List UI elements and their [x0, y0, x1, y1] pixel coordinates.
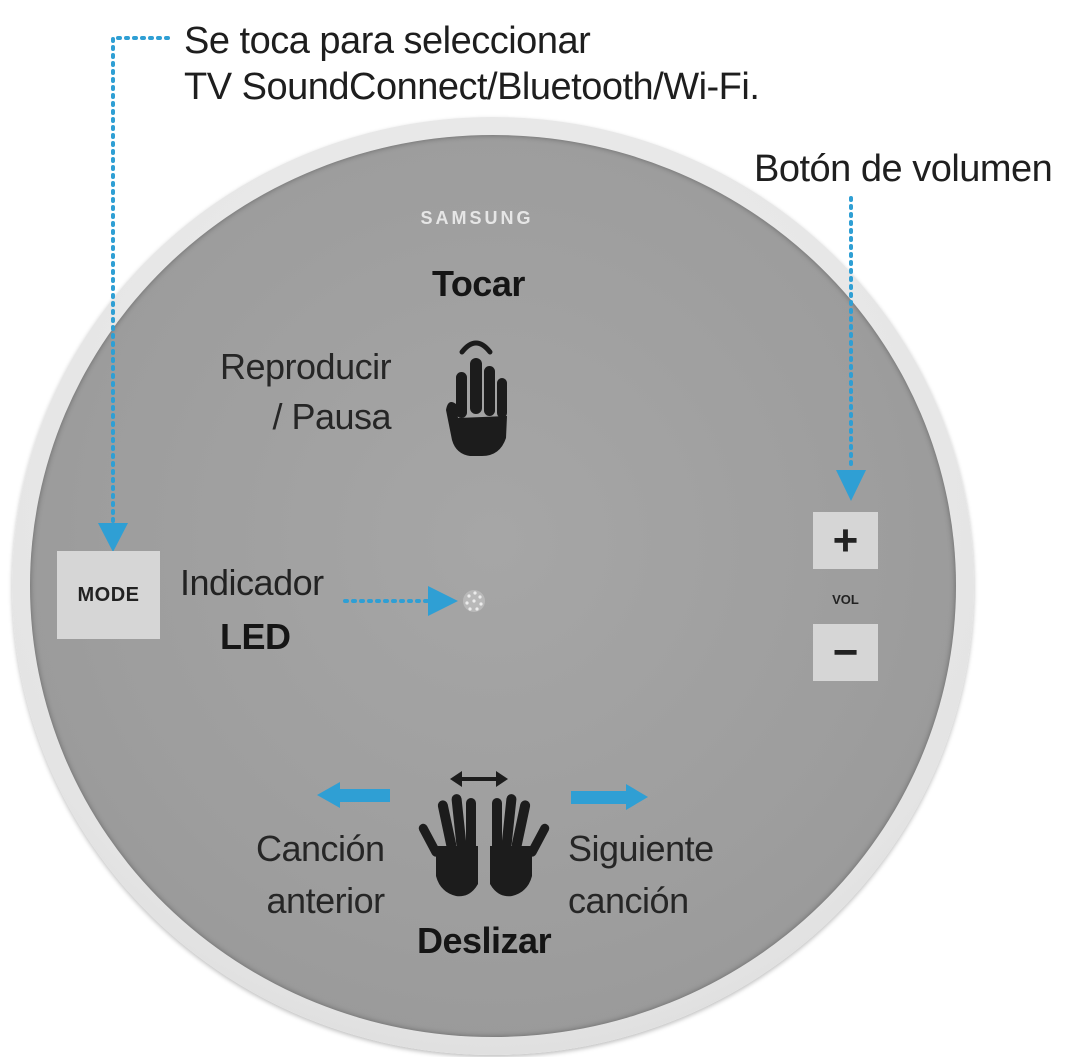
play-pause-line1: Reproducir: [220, 346, 392, 387]
next-track-label: Siguiente canción: [568, 823, 714, 927]
next-track-arrow: [571, 784, 648, 810]
mode-callout-line: [111, 36, 170, 527]
mode-hint-line1: Se toca para seleccionar: [184, 20, 591, 62]
tap-hand-icon: [446, 340, 507, 456]
swipe-title: Deslizar: [417, 920, 552, 961]
mode-button[interactable]: MODE: [57, 551, 160, 639]
play-pause-label: Reproducir / Pausa: [220, 342, 392, 442]
led-callout-arrowhead: [428, 586, 458, 616]
volume-up-button[interactable]: +: [813, 512, 878, 569]
previous-track-line2: anterior: [266, 880, 386, 921]
swipe-hands-icon: [418, 794, 550, 897]
previous-track-label: Canción anterior: [256, 823, 385, 927]
volume-label: VOL: [832, 592, 859, 607]
led-label-line2: LED: [220, 616, 291, 657]
led-label-line1: Indicador: [180, 562, 324, 603]
swipe-double-arrow-icon: [450, 771, 508, 787]
volume-callout-arrowhead: [836, 470, 866, 501]
next-track-line1: Siguiente: [568, 828, 714, 869]
previous-track-line1: Canción: [256, 828, 385, 869]
next-track-line2: canción: [568, 880, 689, 921]
brand-logo: SAMSUNG: [420, 208, 534, 228]
play-pause-line2: / Pausa: [272, 396, 392, 437]
mode-callout-arrowhead: [98, 523, 128, 552]
mode-hint-text: Se toca para seleccionar TV SoundConnect…: [184, 18, 760, 110]
volume-down-button[interactable]: −: [813, 624, 878, 681]
volume-hint-text: Botón de volumen: [754, 148, 1053, 190]
mode-hint-line2: TV SoundConnect/Bluetooth/Wi-Fi.: [184, 66, 760, 108]
tap-title: Tocar: [432, 263, 525, 304]
previous-track-arrow: [317, 782, 390, 808]
led-indicator-icon: [463, 590, 485, 612]
